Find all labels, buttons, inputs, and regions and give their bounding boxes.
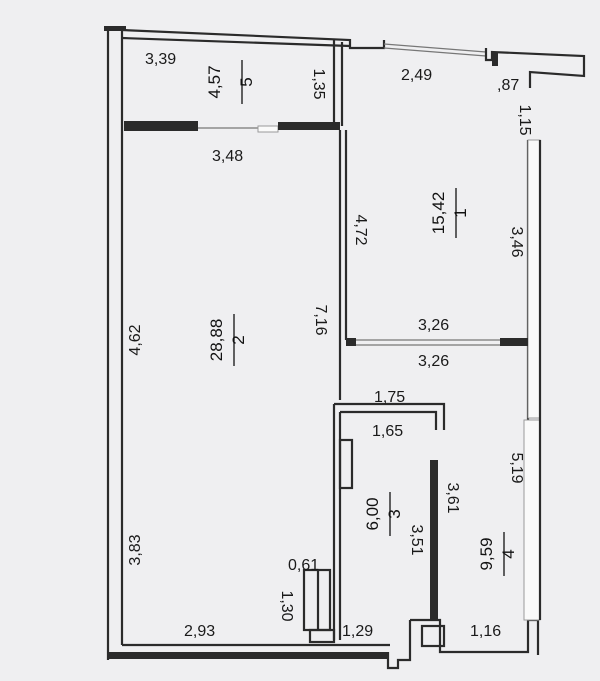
dim-2-93: 2,93	[184, 623, 215, 640]
walls	[104, 26, 586, 670]
dim-3-46: 3,46	[508, 226, 525, 257]
dim-1-65: 1,65	[372, 423, 403, 440]
dim-3-61: 3,61	[444, 482, 461, 513]
room-3-area: 6,00	[363, 497, 382, 530]
room-5-area: 4,57	[205, 65, 224, 98]
room-5-label: 5 4,57	[205, 60, 256, 104]
room-4-number: 4	[499, 549, 518, 558]
room-1-number: 1	[451, 208, 470, 217]
room-5-number: 5	[237, 77, 256, 86]
room-1-label: 1 15,42	[429, 188, 470, 238]
dim-3-26-top: 3,26	[418, 317, 449, 334]
dim-5-19: 5,19	[508, 452, 525, 483]
dim-1-16: 1,16	[470, 623, 501, 640]
dim-3-26-bottom: 3,26	[418, 353, 449, 370]
room-3-label: 3 6,00	[363, 492, 404, 536]
dim-1-15: 1,15	[516, 104, 533, 135]
room-2-label: 2 28,88	[207, 314, 248, 366]
dim-4-62: 4,62	[127, 324, 144, 355]
dim-3-83: 3,83	[127, 534, 144, 565]
dim-3-39: 3,39	[145, 51, 176, 68]
dim-2-49: 2,49	[401, 67, 432, 84]
dim-1-29: 1,29	[342, 623, 373, 640]
dim-1-35: 1,35	[310, 68, 327, 99]
room-3-number: 3	[385, 509, 404, 518]
dim-4-72: 4,72	[352, 214, 369, 245]
dim-1-30: 1,30	[278, 590, 295, 621]
dim-3-51: 3,51	[408, 524, 425, 555]
inner-walls	[124, 40, 528, 648]
room-4-label: 4 9,59	[477, 532, 518, 576]
dim-0-61: 0,61	[288, 557, 319, 574]
room-2-number: 2	[229, 335, 248, 344]
room-4-area: 9,59	[477, 537, 496, 570]
dim-1-75: 1,75	[374, 389, 405, 406]
dim-3-48: 3,48	[212, 148, 243, 165]
dim-087: ,87	[497, 77, 519, 94]
dim-7-16: 7,16	[312, 304, 329, 335]
room-1-area: 15,42	[429, 192, 448, 235]
room-2-area: 28,88	[207, 319, 226, 362]
dimension-labels: 3,39 1,35 2,49 ,87 1,15 3,48 4,72 3,46 7…	[127, 51, 533, 640]
